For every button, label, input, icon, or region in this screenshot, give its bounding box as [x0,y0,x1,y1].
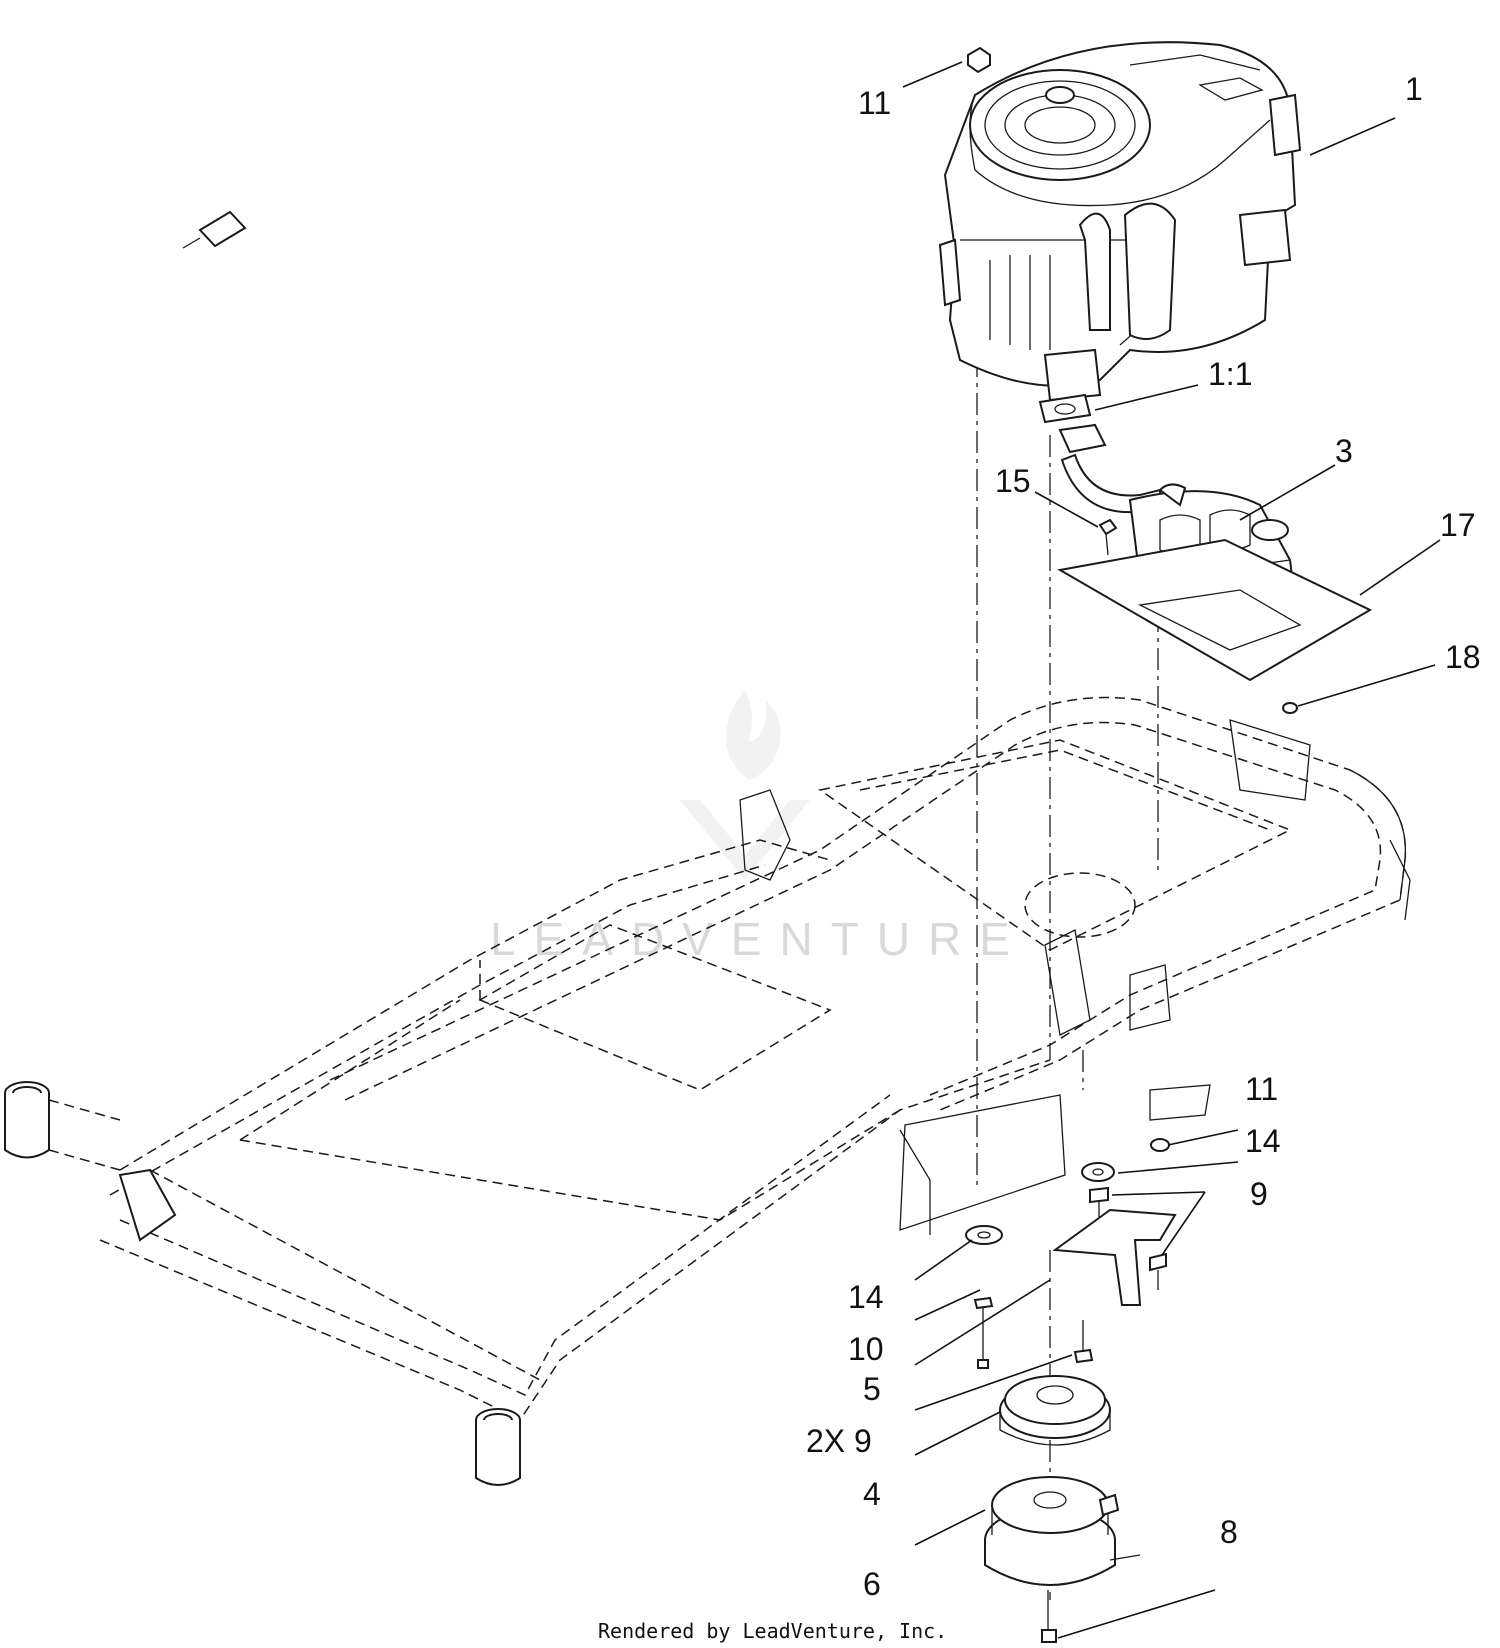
leader-lines [902,61,1441,1639]
pto-clutch [984,1476,1141,1586]
callout-labels: 11 1 1:1 3 15 17 18 11 14 9 14 10 5 2X 9… [806,71,1481,1602]
callout-1: 1 [1405,71,1423,107]
engine [182,41,1302,402]
assembly-centerlines [976,355,1159,1600]
callout-14-right: 14 [1245,1123,1281,1159]
callout-14-left: 14 [848,1279,884,1315]
callout-8: 8 [1220,1514,1238,1550]
callout-6: 6 [863,1566,881,1602]
callout-3: 3 [1335,433,1353,469]
callout-2x-9: 2X 9 [806,1423,872,1459]
callout-4: 4 [863,1476,881,1512]
hardware [965,46,1298,1369]
callout-1-1: 1:1 [1208,356,1252,392]
callout-10: 10 [848,1331,884,1367]
watermark-logo [680,690,810,880]
callout-11-right: 11 [1245,1071,1278,1107]
callout-15: 15 [995,463,1031,499]
heat-shield [1057,538,1373,682]
right-caster-tube [475,1408,521,1486]
chassis-frame [4,696,1411,1486]
exhaust-gasket [1038,393,1092,424]
pulley [999,1375,1111,1446]
callout-18: 18 [1445,639,1481,675]
footer-credit: Rendered by LeadVenture, Inc. [598,1619,947,1643]
clutch-bolt [1041,1590,1057,1643]
left-caster-tube [4,1081,121,1171]
watermark-text: LEADVENTURE [490,913,1028,965]
callout-11-top: 11 [858,85,891,121]
callout-9-right: 9 [1250,1176,1268,1212]
callout-17: 17 [1440,507,1476,543]
callout-5: 5 [863,1371,881,1407]
